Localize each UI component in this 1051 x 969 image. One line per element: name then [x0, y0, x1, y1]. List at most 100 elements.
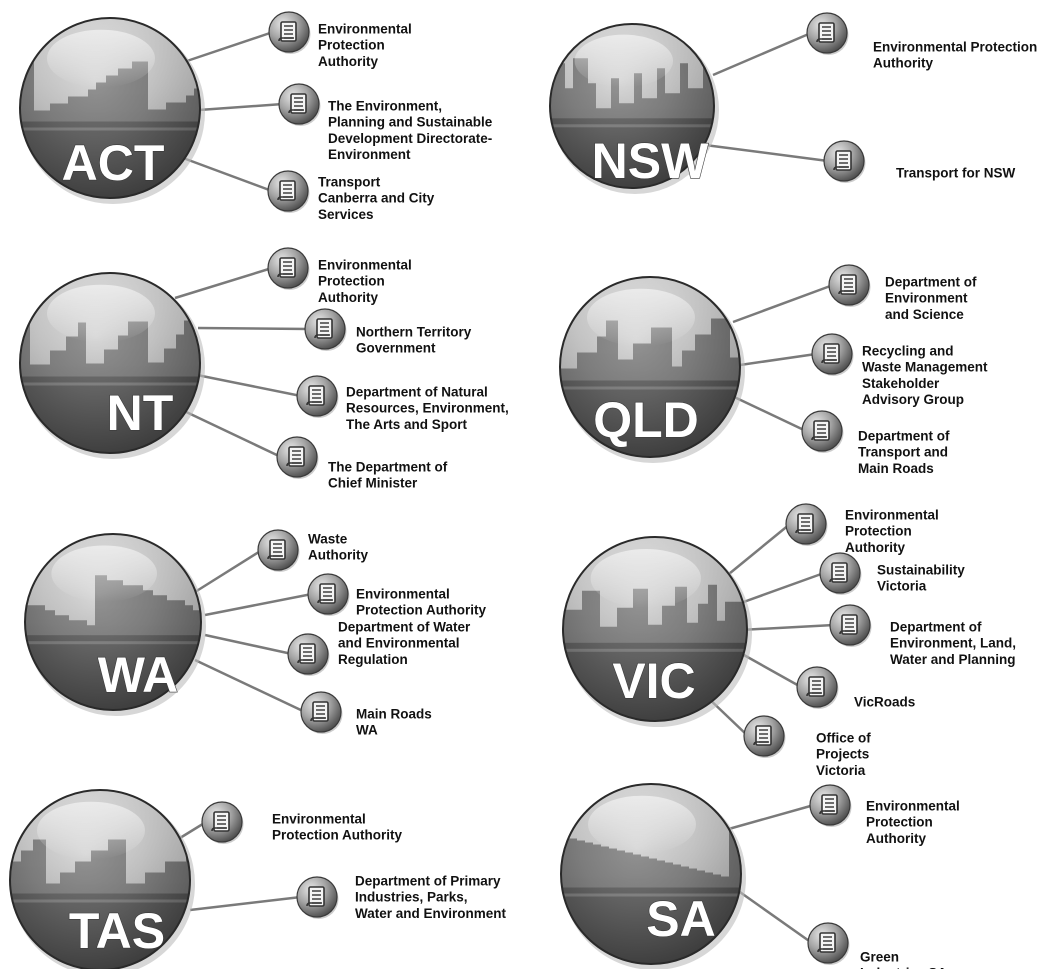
agency-name-line: Green: [860, 949, 899, 964]
agency-name-line: Environment: [328, 147, 411, 162]
agency-name-line: Authority: [845, 540, 905, 555]
state-circle-qld: QLD: [559, 276, 745, 463]
agency-name: Transport for NSW: [896, 165, 1016, 180]
agency-name-line: Planning and Sustainable: [328, 115, 493, 130]
document-scroll-icon: [201, 801, 244, 844]
agency-name-line: The Environment,: [328, 98, 442, 113]
document-scroll-icon: [796, 666, 839, 709]
state-circle-vic: VIC: [562, 536, 752, 727]
connector-line: [174, 30, 274, 67]
state-label: ACT: [62, 135, 165, 191]
agency-name: The Environment, Planning and Sustainable…: [328, 98, 493, 162]
agency-name-line: Government: [356, 341, 436, 356]
agency-name-line: Waste Management: [862, 360, 988, 375]
agency-name-line: Protection: [318, 38, 385, 53]
agency-name-line: Main Roads: [858, 461, 934, 476]
state-circle-tas: TAS: [9, 789, 195, 969]
agency-name-line: Environmental: [356, 586, 450, 601]
document-scroll-icon: [296, 375, 339, 418]
agency-name-line: The Arts and Sport: [346, 417, 468, 432]
connector-line: [197, 326, 310, 331]
agency-name-line: Transport: [318, 174, 381, 189]
document-scroll-icon: [807, 922, 850, 965]
state-circle-wa: WA: [24, 533, 206, 716]
agency-name-line: Department of: [890, 619, 982, 634]
agency-name-line: Chief Minister: [328, 476, 418, 491]
agency-name-line: Waste: [308, 531, 348, 546]
agency-name-line: Environmental: [272, 811, 366, 826]
connector-line: [729, 393, 807, 433]
agency-name-line: Stakeholder: [862, 376, 940, 391]
agency-name-line: Victoria: [816, 763, 866, 778]
agency-name-line: Authority: [873, 56, 933, 71]
agency-name-line: Canberra and City: [318, 191, 435, 206]
connector-line: [204, 633, 293, 656]
document-scroll-icon: [829, 604, 872, 647]
agency-name: GreenIndustries SA: [860, 949, 947, 969]
agency-name-line: Resources, Environment,: [346, 401, 509, 416]
agency-node: The Environment, Planning and Sustainable…: [278, 83, 493, 162]
document-scroll-icon: [300, 691, 343, 734]
agency-name-line: Authority: [318, 290, 378, 305]
connector-line: [189, 895, 302, 912]
agency-name-line: Recycling and: [862, 343, 954, 358]
document-scroll-icon: [276, 436, 319, 479]
agency-node: Transport for NSW: [823, 140, 1016, 183]
agency-name-line: Environmental: [318, 21, 412, 36]
document-scroll-icon: [828, 264, 871, 307]
connector-line: [739, 623, 835, 632]
agency-name-line: Protection: [866, 815, 933, 830]
agency-name-line: Transport for NSW: [896, 165, 1016, 180]
agency-name-line: Protection Authority: [356, 603, 486, 618]
connector-line: [704, 143, 829, 163]
agency-name-line: Protection: [318, 274, 385, 289]
agency-name-line: Office of: [816, 730, 871, 745]
agency-name-line: Department of Natural: [346, 384, 488, 399]
state-circle-act: ACT: [19, 17, 205, 204]
agency-name-line: Main Roads: [356, 706, 432, 721]
connector-line: [196, 373, 302, 398]
agency-name-line: Northern Territory: [356, 324, 472, 339]
agency-name-line: Environment, Land,: [890, 636, 1016, 651]
document-scroll-icon: [304, 308, 347, 351]
document-scroll-icon: [809, 784, 852, 827]
document-scroll-icon: [811, 333, 854, 376]
document-scroll-icon: [257, 529, 300, 572]
connector-line: [732, 283, 834, 324]
agency-name-line: Water and Environment: [355, 906, 507, 921]
connector-line: [723, 523, 791, 579]
document-scroll-icon: [785, 503, 828, 546]
document-scroll-icon: [267, 247, 310, 290]
agency-name-line: Department of: [858, 428, 950, 443]
agency-name-line: Transport and: [858, 445, 948, 460]
agency-node: GreenIndustries SA: [807, 922, 947, 969]
state-circle-nsw: NSW: [549, 23, 719, 194]
document-scroll-icon: [267, 170, 310, 213]
state-label: SA: [646, 891, 715, 947]
agency-name-line: VicRoads: [854, 694, 915, 709]
